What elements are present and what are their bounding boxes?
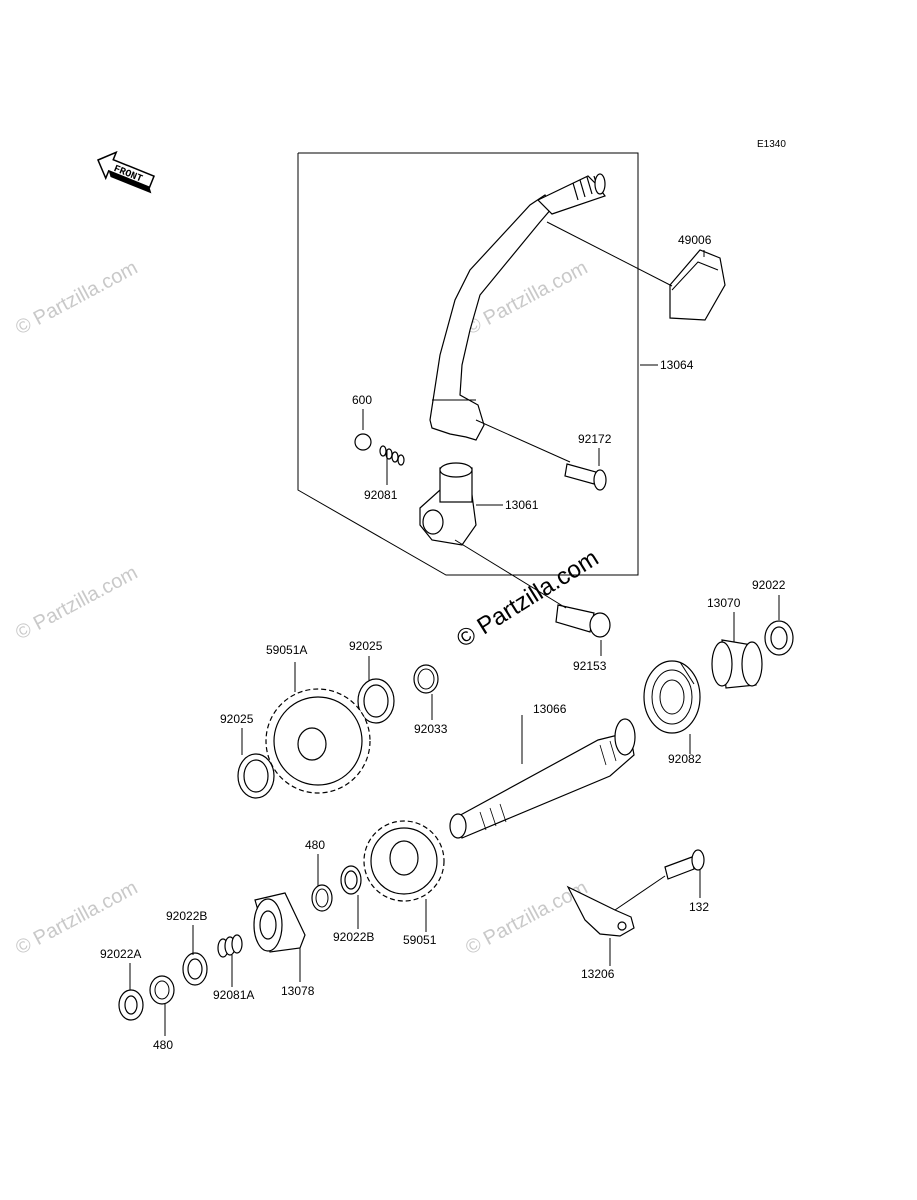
label-13078: 13078	[281, 984, 315, 998]
guide-13206	[566, 885, 635, 937]
part-labels: 49006 13064 600 92172 92081 13061 92153 …	[100, 233, 786, 1052]
leader-lines	[129, 221, 780, 1036]
label-59051A: 59051A	[266, 643, 307, 657]
watermark-1: © Partzilla.com	[12, 257, 141, 340]
label-13066: 13066	[533, 702, 567, 716]
washer-92025-top	[357, 678, 395, 724]
watermark-main: © Partzilla.com	[452, 544, 603, 653]
label-92081: 92081	[364, 488, 398, 502]
label-92025-top: 92025	[349, 639, 383, 653]
gear-59051	[363, 820, 445, 902]
front-arrow-icon: FRONT	[97, 150, 156, 194]
label-49006: 49006	[678, 233, 712, 247]
collar-13070	[711, 639, 763, 689]
label-13061: 13061	[505, 498, 539, 512]
circlip-92033	[413, 664, 439, 694]
label-92081A: 92081A	[213, 988, 254, 1002]
circlip-480-top	[311, 884, 333, 912]
circlip-480-bottom	[149, 975, 175, 1005]
pedal-rubber-49006	[669, 249, 726, 321]
label-480-top: 480	[305, 838, 325, 852]
bolt-92153	[555, 604, 611, 638]
label-92022-top: 92022	[752, 578, 786, 592]
kick-shaft-13061	[419, 462, 477, 546]
washer-92025-left	[237, 753, 275, 799]
kick-spring-92082	[643, 660, 701, 734]
assembly-bracket	[297, 152, 639, 576]
label-13206: 13206	[581, 967, 615, 981]
label-13070: 13070	[707, 596, 741, 610]
label-600: 600	[352, 393, 372, 407]
diagram-code: E1340	[757, 139, 786, 150]
washer-92022-top	[764, 620, 794, 656]
kick-shaft-13066	[449, 718, 636, 839]
label-480-bottom: 480	[153, 1038, 173, 1052]
label-92082: 92082	[668, 752, 702, 766]
gear-59051A	[265, 688, 371, 794]
label-92022B-left: 92022B	[166, 909, 207, 923]
label-92153: 92153	[573, 659, 607, 673]
label-92022A: 92022A	[100, 947, 141, 961]
label-92022B-right: 92022B	[333, 930, 374, 944]
label-59051: 59051	[403, 933, 437, 947]
label-92025-left: 92025	[220, 712, 254, 726]
washer-92022A	[118, 989, 144, 1021]
label-13064: 13064	[660, 358, 694, 372]
ratchet-13078	[253, 892, 306, 953]
kick-pedal-lever	[429, 173, 606, 441]
ball-600	[354, 433, 372, 451]
bolt-92172	[564, 463, 607, 491]
label-92172: 92172	[578, 432, 612, 446]
label-132: 132	[689, 900, 709, 914]
washer-92022B-left	[182, 952, 208, 986]
spring-92081A	[217, 934, 243, 958]
washer-92022B-right	[340, 865, 362, 895]
bolt-132	[664, 849, 705, 880]
spring-92081	[379, 445, 405, 466]
watermark-3: © Partzilla.com	[12, 562, 141, 645]
label-92033: 92033	[414, 722, 448, 736]
